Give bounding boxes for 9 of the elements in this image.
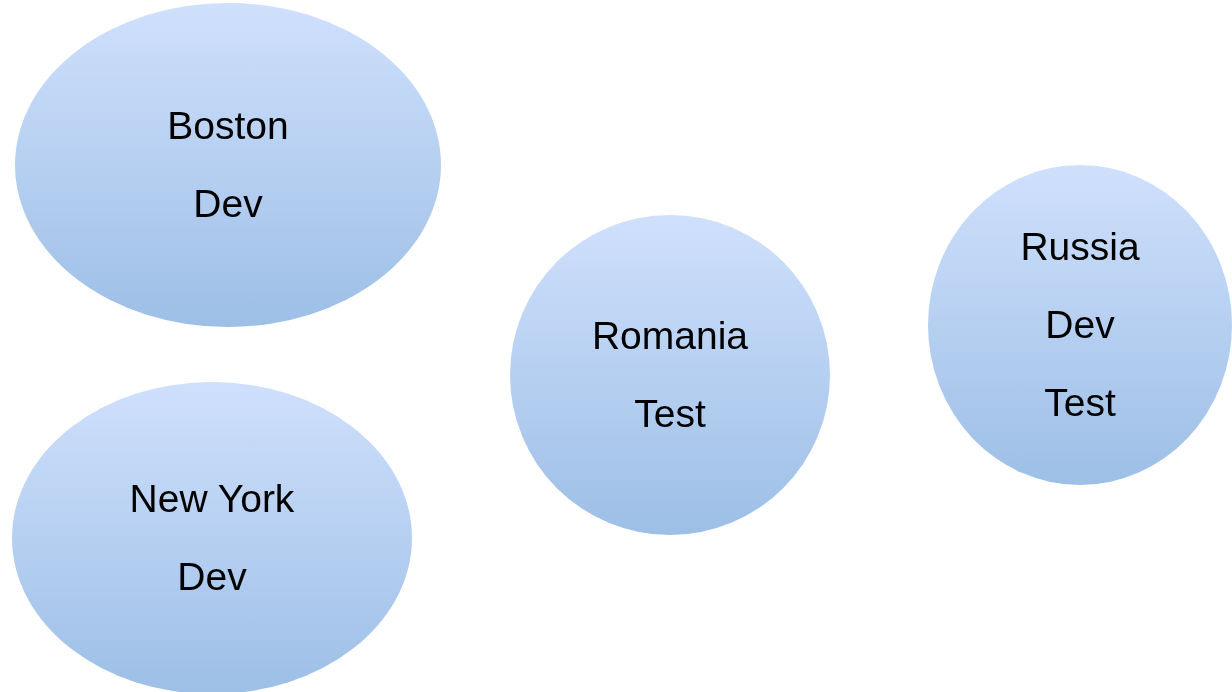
node-label: Dev	[177, 554, 247, 600]
node-label: Russia	[1020, 224, 1140, 270]
node-label: Test	[1044, 380, 1116, 426]
node-label: New York	[129, 476, 295, 522]
node-label: Boston	[167, 103, 289, 149]
node-label: Test	[634, 391, 706, 437]
node-label: Dev	[1045, 302, 1115, 348]
node-label: Romania	[591, 313, 749, 359]
node-label: Dev	[193, 181, 263, 227]
